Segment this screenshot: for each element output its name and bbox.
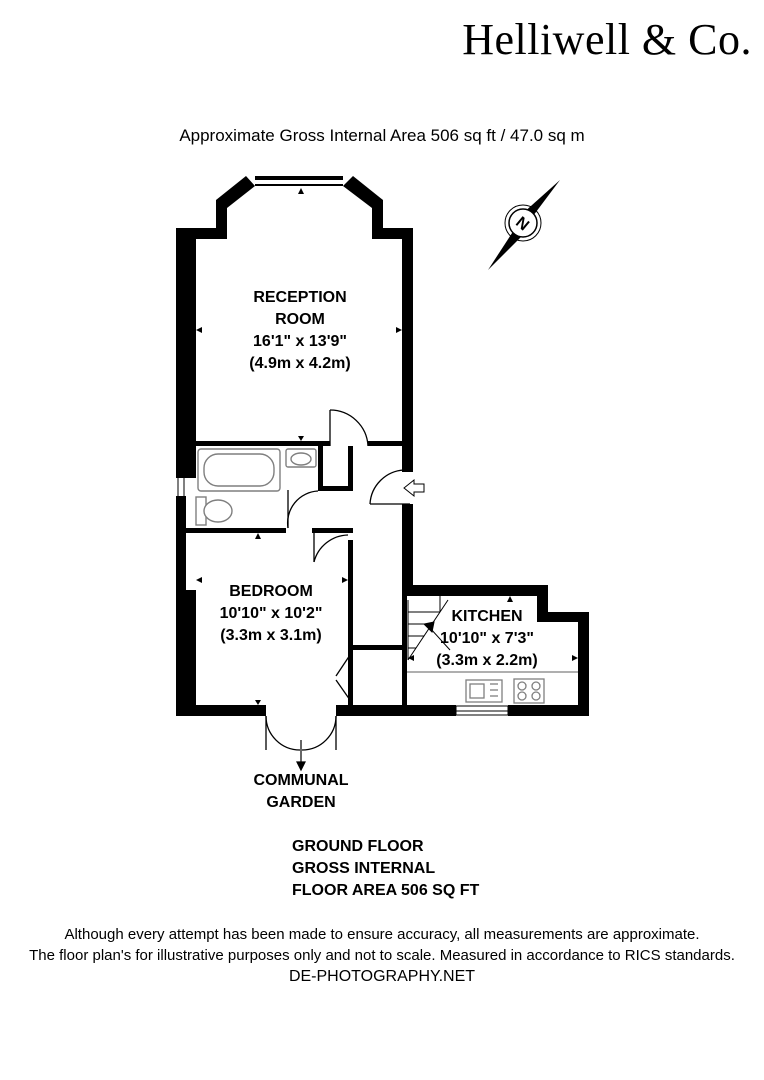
floor-summary: GROUND FLOOR GROSS INTERNAL FLOOR AREA 5… (292, 836, 479, 902)
bedroom-top-wall-right (312, 528, 353, 533)
bathroom-door-jamb (318, 486, 353, 491)
kitchen-imperial: 10'10" x 7'3" (440, 630, 534, 647)
reception-name-line1: RECEPTION (253, 289, 347, 306)
hall-left-wall (348, 446, 353, 486)
floor-summary-line2: GROSS INTERNAL (292, 860, 436, 877)
bedroom-name: BEDROOM (229, 583, 313, 600)
reception-bottom-wall-right (368, 441, 404, 446)
bedroom-imperial: 10'10" x 10'2" (219, 605, 323, 622)
bottom-wall-right (508, 705, 589, 716)
bay-wall-right (343, 176, 383, 236)
kitchen-right-wall (578, 612, 589, 716)
floor-summary-line1: GROUND FLOOR (292, 838, 424, 855)
kitchen-metric: (3.3m x 2.2m) (436, 652, 538, 669)
bay-wall-left (216, 176, 255, 236)
bathroom-bottom-wall (186, 528, 286, 533)
garden-label: COMMUNAL GARDEN (226, 770, 376, 814)
left-wall-thick (176, 590, 196, 705)
dimension-ticks (196, 188, 578, 705)
store-top-wall (348, 645, 404, 650)
kitchen-label: KITCHEN 10'10" x 7'3" (3.3m x 2.2m) (412, 606, 562, 672)
photography-credit: DE-PHOTOGRAPHY.NET (288, 968, 476, 985)
kitchen-notch-wall (537, 585, 548, 615)
right-wall-upper (402, 228, 413, 472)
toilet (203, 499, 233, 523)
bedroom-metric: (3.3m x 3.1m) (220, 627, 322, 644)
reception-top-wall-right (372, 228, 413, 239)
reception-name-line2: ROOM (275, 311, 325, 328)
reception-label: RECEPTION ROOM 16'1" x 13'9" (4.9m x 4.2… (220, 287, 380, 375)
bedroom-right-wall (348, 540, 353, 705)
disclaimer: Although every attempt has been made to … (0, 924, 764, 966)
door-swings (265, 409, 410, 751)
walls (176, 176, 589, 716)
garden-line1: COMMUNAL (253, 772, 349, 789)
stairs (407, 596, 451, 661)
garden-arrow-icon (296, 740, 306, 772)
brand-logo: Helliwell & Co. (462, 15, 752, 64)
entrance-arrow-icon (403, 478, 425, 498)
bottom-wall-mid (336, 705, 456, 716)
kitchen-top-wall (402, 585, 548, 596)
bottom-wall-left (176, 705, 266, 716)
kitchen-name: KITCHEN (451, 608, 523, 625)
window-left (177, 478, 185, 496)
bedroom-label: BEDROOM 10'10" x 10'2" (3.3m x 3.1m) (196, 581, 346, 647)
hob (513, 678, 545, 704)
kitchen-window (455, 705, 509, 716)
bathroom-fixtures (195, 448, 317, 526)
right-wall-lower (402, 504, 413, 596)
kitchen-fixtures (407, 671, 578, 704)
left-wall-upper (176, 228, 196, 478)
area-summary: Approximate Gross Internal Area 506 sq f… (179, 126, 585, 145)
disclaimer-line2: The floor plan's for illustrative purpos… (29, 947, 735, 964)
kitchen-right-top-wall (537, 612, 589, 622)
floor-summary-line3: FLOOR AREA 506 SQ FT (292, 882, 480, 899)
store-right-wall (402, 596, 407, 711)
reception-metric: (4.9m x 4.2m) (249, 355, 351, 372)
reception-top-wall-left (176, 228, 227, 239)
bay-window-sill (255, 176, 343, 180)
garden-line2: GARDEN (266, 794, 336, 811)
bay-window-glass (255, 184, 343, 186)
reception-imperial: 16'1" x 13'9" (253, 333, 347, 350)
bathroom-right-wall (318, 446, 323, 488)
disclaimer-line1: Although every attempt has been made to … (64, 926, 700, 943)
compass-icon: N (488, 180, 560, 270)
reception-bottom-wall (196, 441, 330, 446)
